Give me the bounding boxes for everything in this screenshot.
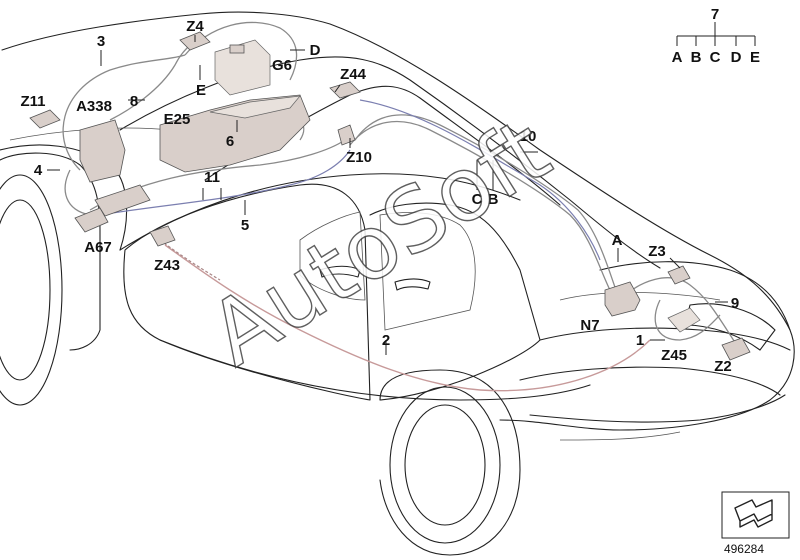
z3-connector: [667, 265, 691, 285]
n7-module: [604, 281, 641, 317]
label-1: 1: [636, 332, 644, 349]
label-8: 8: [130, 93, 138, 110]
arrow-icon-box: [721, 491, 790, 539]
label-e-top: E: [196, 82, 206, 99]
g6-battery: [214, 39, 271, 96]
a338-module: [79, 119, 126, 183]
label-c-mid: C: [472, 191, 483, 208]
label-9: 9: [731, 295, 739, 312]
label-2: 2: [382, 332, 390, 349]
harness-c: [359, 99, 601, 261]
z10-connector: [337, 124, 356, 146]
z11-connector: [29, 109, 61, 129]
label-z10: Z10: [346, 149, 372, 166]
label-a-mid: A: [612, 232, 623, 249]
harness-1: [619, 277, 741, 351]
z45-component: [667, 307, 701, 333]
z2-connector: [721, 337, 751, 361]
harness-5: [99, 149, 351, 216]
label-z3: Z3: [648, 243, 666, 260]
legend-tree: 7 A B C D E: [672, 6, 760, 66]
z43-connector: [149, 225, 176, 247]
label-z4: Z4: [186, 18, 204, 35]
harness-8: [109, 44, 191, 121]
harness-9: [654, 299, 721, 341]
label-6: 6: [226, 133, 234, 150]
label-11: 11: [204, 169, 220, 186]
label-d-top: D: [310, 42, 321, 59]
battery-terminal: [229, 44, 245, 54]
label-3: 3: [97, 33, 105, 50]
legend-root-label: 7: [711, 6, 719, 23]
label-5: 5: [241, 217, 249, 234]
harness-4: [64, 169, 91, 216]
label-e25: E25: [164, 111, 191, 128]
label-z45: Z45: [661, 347, 687, 364]
e25-module: [159, 94, 311, 173]
harness-2: [164, 244, 651, 392]
harness-z43: [159, 239, 221, 281]
legend-branch-e: E: [750, 49, 760, 66]
label-z44: Z44: [340, 66, 367, 83]
label-4: 4: [34, 162, 43, 179]
label-b-mid: B: [488, 191, 499, 208]
part-labels: 3 Z4 D G6 E Z11 A338 8 E25 Z44 6 4 11 Z1…: [20, 18, 739, 375]
harness-3: [62, 54, 186, 171]
leader-lines: [47, 35, 728, 355]
arrow-icon: [734, 499, 773, 528]
label-n7: N7: [580, 317, 599, 334]
reference-number: 496284: [724, 542, 764, 556]
label-a338: A338: [76, 98, 112, 115]
label-z11: Z11: [20, 93, 45, 110]
harness-10: [349, 120, 611, 291]
label-a67: A67: [84, 239, 112, 256]
legend-branch-a: A: [672, 49, 683, 66]
components: [29, 31, 751, 361]
legend-branch-c: C: [710, 49, 721, 66]
label-z43: Z43: [154, 257, 180, 274]
legend-branch-d: D: [731, 49, 742, 66]
label-g6: G6: [272, 57, 292, 74]
harness-b: [354, 114, 617, 291]
label-10: 10: [520, 128, 537, 145]
a67-module: [74, 207, 109, 233]
harness-group: [62, 21, 741, 392]
label-z2: Z2: [714, 358, 732, 375]
harness-11-bundle: [94, 184, 151, 217]
car-body: [0, 11, 795, 556]
harness-g6: [184, 21, 298, 81]
legend-branch-b: B: [691, 49, 702, 66]
z44-connector: [329, 81, 361, 99]
